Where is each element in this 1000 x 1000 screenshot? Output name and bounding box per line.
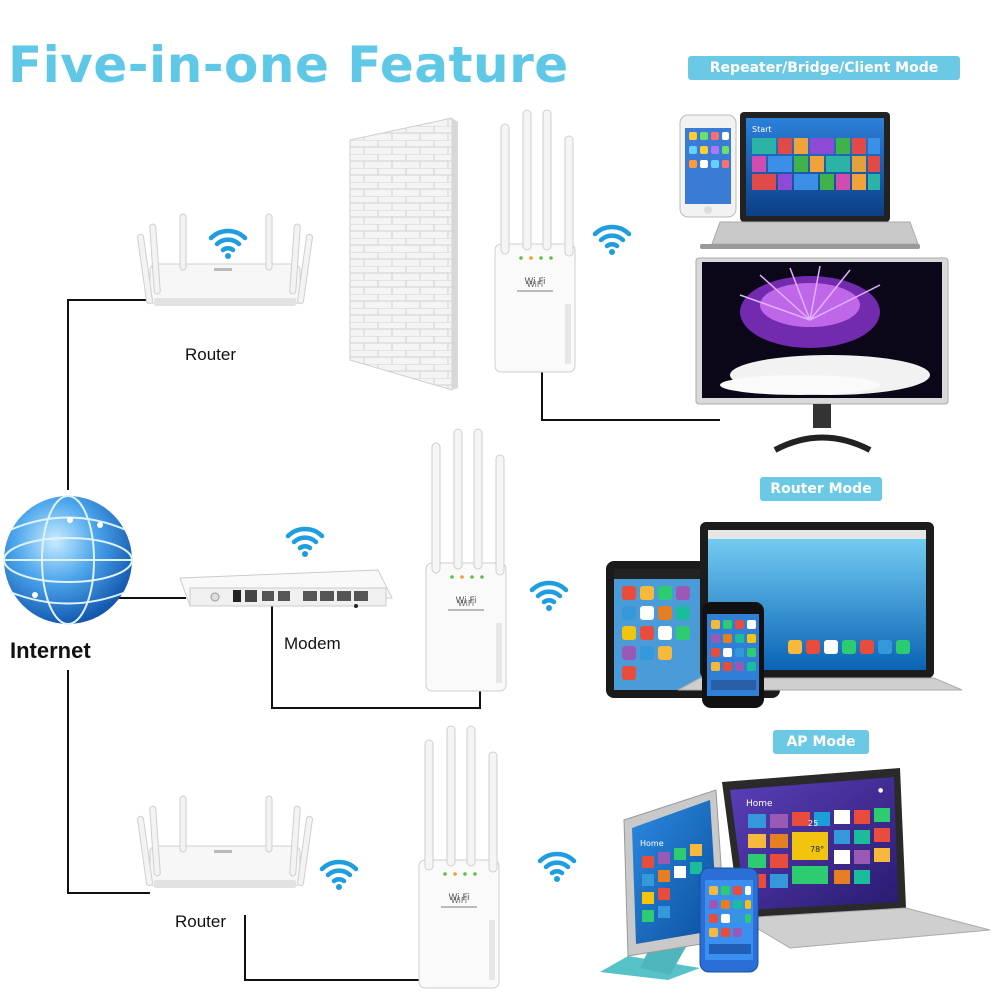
extender-logo-middle: WiFi bbox=[458, 599, 474, 608]
router-icon bbox=[136, 795, 314, 889]
wifi-icon bbox=[322, 862, 356, 890]
extender-icon bbox=[418, 725, 500, 989]
extender-logo-top: WiFi bbox=[527, 280, 543, 289]
phone-icon bbox=[702, 602, 764, 708]
wifi-icon bbox=[532, 583, 566, 611]
wifi-icon bbox=[540, 854, 574, 882]
wifi-icon bbox=[211, 231, 245, 259]
laptop-start-text: Start bbox=[752, 125, 772, 134]
monitor-icon bbox=[695, 257, 949, 453]
router-icon bbox=[136, 213, 314, 307]
extender-icon bbox=[494, 109, 576, 373]
mode-badge-router: Router Mode bbox=[760, 477, 882, 501]
wifi-icon bbox=[595, 227, 629, 255]
phone-icon bbox=[699, 867, 759, 973]
laptop-icon: Home ● 25 78° bbox=[722, 768, 991, 949]
mode-badge-ap: AP Mode bbox=[773, 730, 869, 754]
wifi-icon bbox=[288, 529, 322, 557]
svg-text:●: ● bbox=[878, 787, 883, 794]
extender-icon bbox=[425, 428, 507, 692]
modem-icon bbox=[179, 569, 393, 608]
router-bottom-label: Router bbox=[175, 912, 227, 931]
page-title: Five-in-one Feature bbox=[8, 36, 569, 94]
phone-icon bbox=[679, 114, 737, 218]
mode-badge-repeater: Repeater/Bridge/Client Mode bbox=[688, 56, 960, 80]
router-top-label: Router bbox=[185, 345, 237, 364]
tablet-home-text: Home bbox=[640, 839, 664, 848]
modem-label: Modem bbox=[284, 634, 341, 653]
internet-label: Internet bbox=[10, 638, 91, 663]
laptop-home-text: Home bbox=[746, 799, 773, 809]
extender-logo-bottom: WiFi bbox=[451, 896, 467, 905]
laptop-icon: Start bbox=[700, 112, 920, 249]
laptop-temp2-text: 78° bbox=[810, 845, 824, 854]
tablet-icon: Home bbox=[600, 789, 727, 980]
laptop-temp-text: 25 bbox=[808, 819, 818, 828]
brick-wall-icon bbox=[349, 117, 458, 391]
globe-icon bbox=[3, 495, 133, 625]
connection-lines bbox=[67, 299, 720, 981]
